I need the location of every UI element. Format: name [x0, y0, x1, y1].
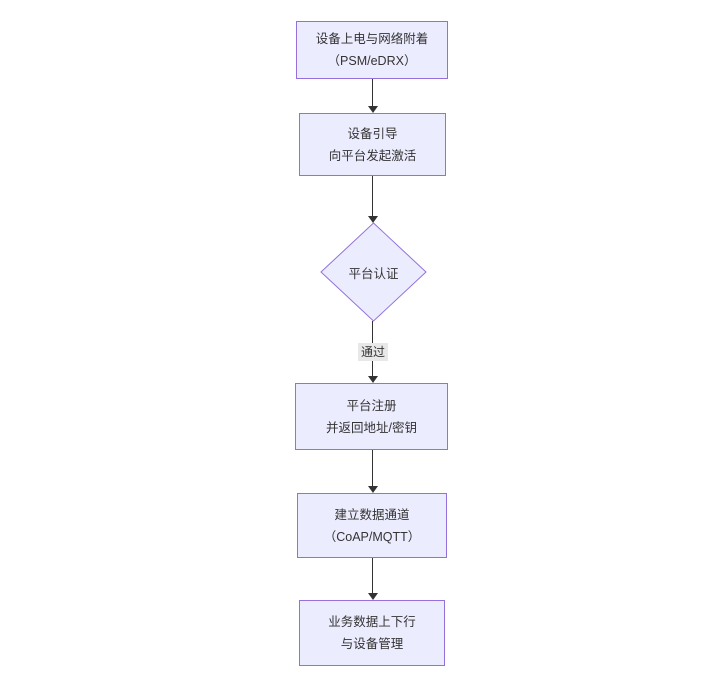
- decision-label: 平台认证: [348, 266, 399, 281]
- node-text-line: （CoAP/MQTT）: [323, 529, 421, 544]
- edge-line-1: [372, 176, 373, 216]
- node-text-line: 平台注册: [346, 398, 397, 413]
- node-data-channel: 建立数据通道 （CoAP/MQTT）: [297, 493, 447, 558]
- diamond-shape: [320, 222, 427, 322]
- node-text-line: 设备引导: [347, 126, 398, 141]
- arrow-down-icon: [368, 106, 378, 113]
- arrow-down-icon: [368, 593, 378, 600]
- node-device-power-network-attach: 设备上电与网络附着 （PSM/eDRX）: [296, 21, 448, 79]
- node-text-line: 与设备管理: [340, 637, 404, 651]
- node-text-line: 设备上电与网络附着: [315, 32, 429, 46]
- node-text-line: （PSM/eDRX）: [327, 54, 417, 68]
- node-business-data-device-mgmt: 业务数据上下行 与设备管理: [299, 600, 445, 666]
- arrow-down-icon: [368, 216, 378, 223]
- node-text-line: 业务数据上下行: [328, 615, 416, 629]
- arrow-down-icon: [368, 486, 378, 493]
- decision-platform-auth: 平台认证: [320, 222, 427, 322]
- arrow-down-icon: [368, 376, 378, 383]
- node-platform-register: 平台注册 并返回地址/密钥: [295, 383, 448, 450]
- node-text-line: 并返回地址/密钥: [326, 420, 417, 435]
- edge-line-0: [372, 79, 373, 106]
- node-text-line: 建立数据通道: [334, 507, 410, 522]
- edge-line-4: [372, 558, 373, 593]
- edge-line-3: [372, 450, 373, 486]
- node-text-line: 向平台发起激活: [328, 148, 417, 163]
- node-device-bootstrap: 设备引导 向平台发起激活: [299, 113, 446, 176]
- edge-label-pass: 通过: [357, 343, 389, 361]
